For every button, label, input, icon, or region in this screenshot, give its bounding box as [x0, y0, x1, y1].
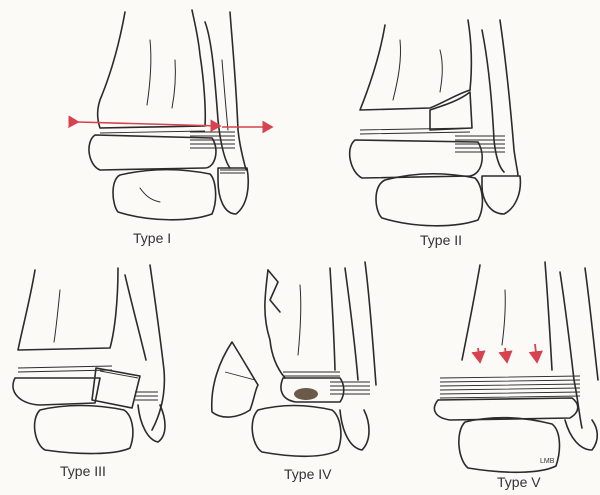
type-3-label: Type III: [60, 463, 106, 479]
panel-type-1-drawing: [78, 10, 272, 220]
panel-type-2-drawing: [350, 20, 521, 226]
artist-signature: LMB: [540, 458, 554, 465]
panel-type-4-drawing: [212, 262, 376, 456]
type-4-label: Type IV: [284, 466, 331, 482]
type-2-label: Type II: [420, 232, 462, 248]
panel-type-5-drawing: [434, 262, 598, 472]
panel-type-3-drawing: [13, 265, 165, 454]
type-5-label: Type V: [497, 474, 541, 490]
type-1-label: Type I: [133, 230, 171, 246]
